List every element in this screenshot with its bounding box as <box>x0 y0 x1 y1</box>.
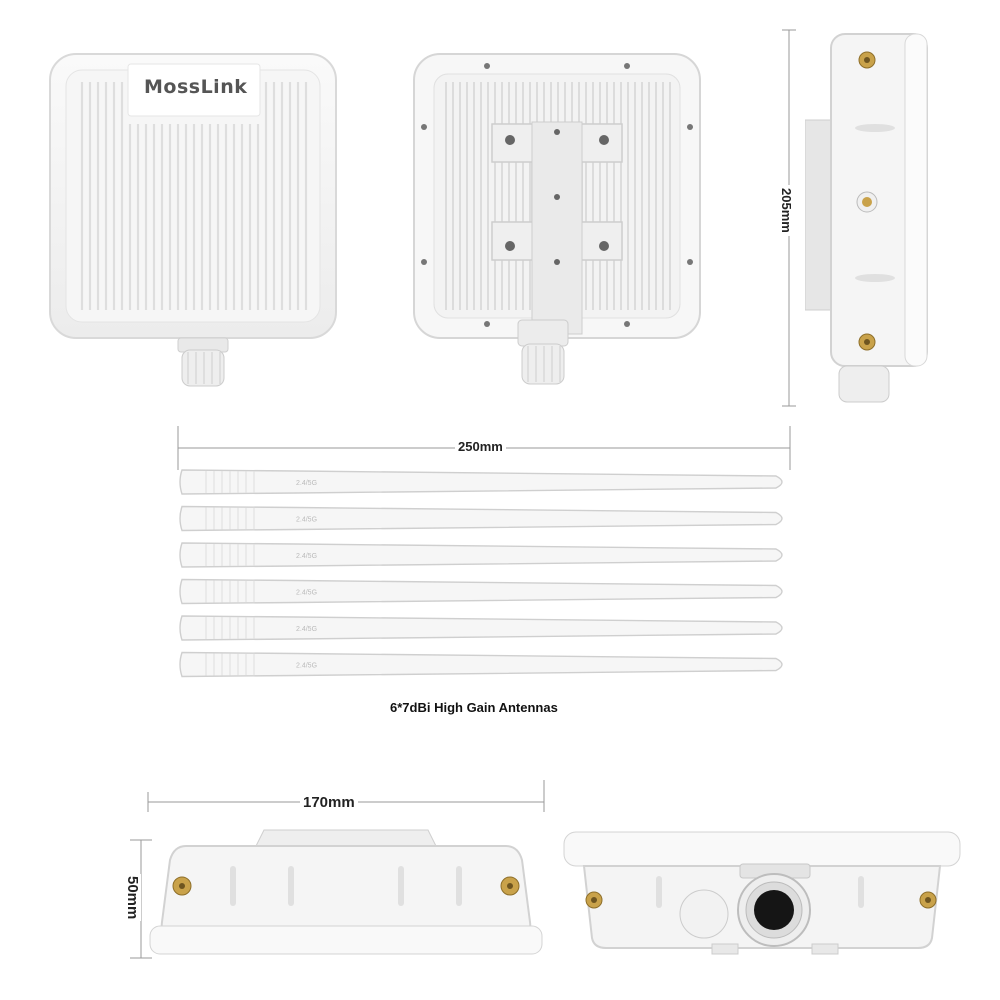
antenna-marking: 2.4/5G <box>296 590 317 597</box>
depth-dimension-line <box>126 838 156 960</box>
antenna-marking: 2.4/5G <box>296 626 317 633</box>
antenna-group: 2.4/5G 2.4/5G 2.4/5G 2.4/5G 2.4/5G 2.4/5G <box>176 466 796 686</box>
antenna-illustrations: 2.4/5G 2.4/5G 2.4/5G 2.4/5G 2.4/5G 2.4/5G <box>179 469 783 678</box>
device-back-view <box>412 52 702 402</box>
device-front-illustration <box>49 53 337 387</box>
depth-dimension-label: 50mm <box>124 874 141 922</box>
device-back-illustration <box>413 53 701 385</box>
device-bottom-illustration <box>149 829 543 955</box>
width-dimension-label: 170mm <box>300 794 358 811</box>
antenna: 2.4/5G <box>179 578 783 605</box>
device-front-view: MossLink <box>48 52 338 402</box>
device-bottom-view <box>146 826 546 960</box>
antenna-caption: 6*7dBi High Gain Antennas <box>390 700 558 715</box>
height-dimension-label: 205mm <box>779 185 794 236</box>
antenna: 2.4/5G <box>179 615 783 641</box>
brand-logo: MossLink <box>144 76 248 98</box>
device-side-illustration <box>804 33 928 403</box>
antenna: 2.4/5G <box>179 469 783 495</box>
device-end-view <box>562 826 962 960</box>
antenna: 2.4/5G <box>179 651 783 678</box>
antenna-marking: 2.4/5G <box>296 480 317 487</box>
antenna-marking: 2.4/5G <box>296 663 317 670</box>
device-side-view <box>804 28 935 408</box>
antenna: 2.4/5G <box>179 505 783 532</box>
antenna-length-label: 250mm <box>455 439 506 454</box>
antenna: 2.4/5G <box>179 542 783 568</box>
antenna-marking: 2.4/5G <box>296 517 317 524</box>
device-end-illustration <box>563 831 961 955</box>
antenna-marking: 2.4/5G <box>296 553 317 560</box>
